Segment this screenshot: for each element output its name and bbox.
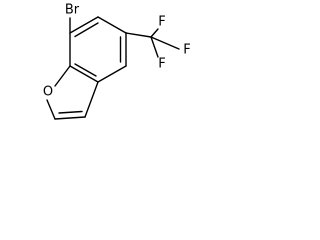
fluorine-top-label: F [158,15,165,30]
bond-c4-c3a [97,65,127,83]
structure-canvas: Br O F F F [0,0,214,145]
bond-c3-c3a [84,81,99,118]
bond-c3a-c7a-inner [74,63,97,77]
atom-labels: Br O F F F [43,3,191,100]
bond-cf3-f-bottom [150,36,159,58]
molecule-diagram: Br O F F F [43,3,191,120]
bond-lines [46,16,180,120]
bond-o1-c2 [46,99,56,120]
bond-c2-c3 [54,116,86,120]
bond-c7-c6-inner [74,22,99,38]
bond-c3a-c7a [69,65,99,83]
oxygen-label: O [43,85,53,100]
bond-c5-cf3 [125,32,152,38]
fluorine-bottom-label: F [158,57,165,72]
bond-cf3-f-right [150,36,180,50]
bond-c2-c3-inner [58,110,83,114]
fluorine-right-label: F [183,43,190,58]
bromine-label: Br [65,3,80,18]
bond-c7a-o1 [54,65,71,87]
bond-c6-c5 [97,16,127,34]
bond-c7-c6 [69,16,99,34]
bond-cf3-f-top [150,28,159,38]
